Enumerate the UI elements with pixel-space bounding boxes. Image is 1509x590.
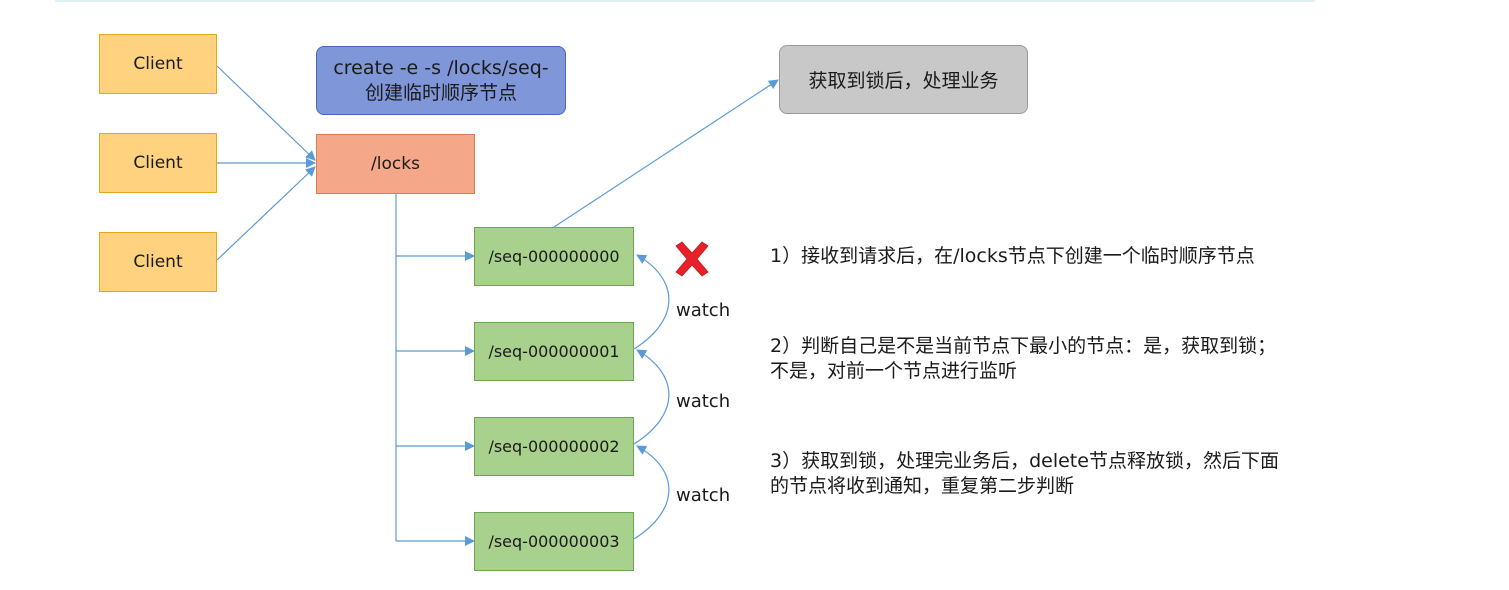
acquired-lock-box: 获取到锁后，处理业务 [779,45,1028,114]
step-note-2: 2）判断自己是不是当前节点下最小的节点：是，获取到锁；不是，对前一个节点进行监听 [770,335,1277,382]
client-label: Client [133,252,183,272]
seq-node-label: /seq-000000002 [488,437,620,456]
seq-node-0: /seq-000000000 [474,227,634,286]
step-note-1: 1）接收到请求后，在/locks节点下创建一个临时顺序节点 [770,245,1255,267]
create-command-box: create -e -s /locks/seq- 创建临时顺序节点 [316,46,566,115]
seq-node-1: /seq-000000001 [474,322,634,381]
watch-arc-2 [633,349,670,445]
acquired-lock-label: 获取到锁后，处理业务 [808,70,999,92]
seq-node-2: /seq-000000002 [474,417,634,476]
watch-label-1: watch [676,300,731,321]
x-mark-icon [675,241,709,277]
client-box-3: Client [99,232,217,292]
command-line-1: create -e -s /locks/seq- [333,56,549,79]
watch-label-3: watch [676,485,731,506]
client-label: Client [133,153,183,173]
client-label: Client [133,54,183,74]
acquire-arrow [553,79,779,228]
watch-arc-1 [633,254,670,350]
client-1-arrow [216,65,316,161]
client-3-arrow [216,166,316,261]
seq-node-label: /seq-000000003 [488,532,620,551]
watch-arc-3 [633,445,670,540]
command-line-2: 创建临时顺序节点 [364,81,517,104]
step-note-3: 3）获取到锁，处理完业务后，delete节点释放锁，然后下面的节点将收到通知，重… [770,450,1279,497]
locks-node-label: /locks [371,154,420,174]
top-divider [55,0,1315,2]
locks-node: /locks [316,134,475,194]
client-box-2: Client [99,133,217,193]
seq-node-label: /seq-000000001 [488,342,620,361]
watch-label-2: watch [676,391,731,412]
seq-node-label: /seq-000000000 [488,247,620,266]
seq-node-3: /seq-000000003 [474,512,634,571]
client-box-1: Client [99,34,217,94]
